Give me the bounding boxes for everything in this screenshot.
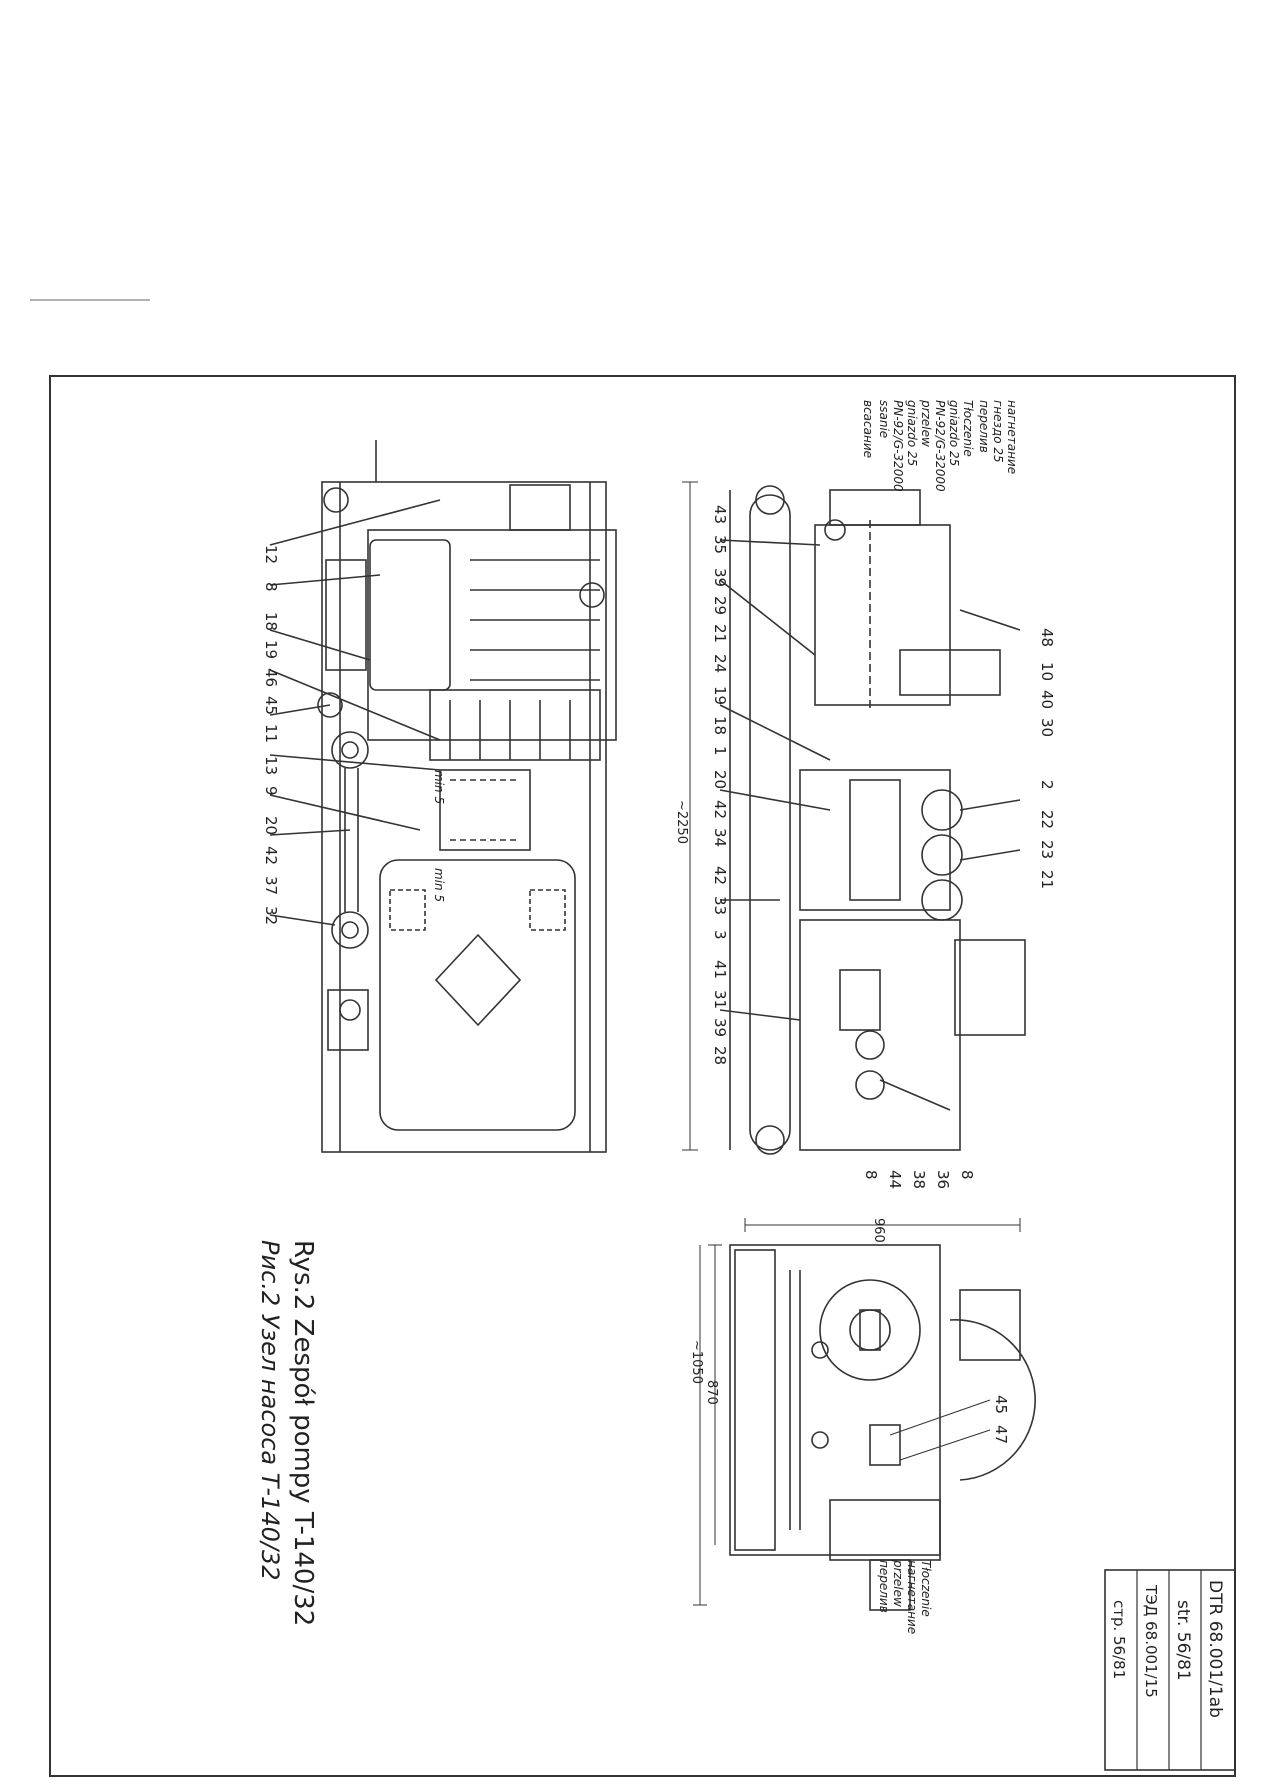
plan-label: 32 (262, 906, 280, 925)
annotation: gniazdo 25 (947, 400, 961, 466)
front-label: 48 (1038, 628, 1056, 647)
caption-russian: Рис.2 Узел насоса Т-140/32 (256, 1240, 284, 1580)
front-label: 19 (711, 686, 729, 705)
front-label: 18 (711, 716, 729, 735)
front-label: 42 (711, 866, 729, 885)
plan-label: 8 (262, 582, 280, 592)
front-label: 2 (1038, 780, 1056, 790)
front-label: 38 (910, 1170, 928, 1189)
front-label: 30 (1038, 718, 1056, 737)
front-label: 1 (711, 746, 729, 756)
annotation: перелив (977, 400, 991, 453)
front-label: 8 (862, 1170, 880, 1180)
plan-base-frame (321, 481, 607, 1153)
front-label: 29 (711, 596, 729, 615)
front-pump-block (814, 524, 951, 706)
annotation: przelew (891, 1559, 905, 1607)
annotation: нагнетание (905, 1560, 919, 1634)
plan-label: 42 (262, 846, 280, 865)
front-label: 35 (711, 535, 729, 554)
front-label: 42 (711, 800, 729, 819)
front-label: 10 (1038, 662, 1056, 681)
title-block-doc-ru: ТЭД 68.001/15 (1142, 1584, 1160, 1698)
front-label: 8 (958, 1170, 976, 1180)
front-label: 36 (934, 1170, 952, 1189)
front-label: 40 (1038, 690, 1056, 709)
dimension-gap-1: min 5 (432, 770, 446, 804)
plan-label: 37 (262, 876, 280, 895)
front-label: 20 (711, 770, 729, 789)
front-label: 23 (1038, 840, 1056, 859)
front-label: 43 (711, 505, 729, 524)
plan-label: 9 (262, 786, 280, 796)
front-label: 28 (711, 1046, 729, 1065)
annotation: гнездо 25 (991, 400, 1005, 463)
plan-label: 18 (262, 612, 280, 631)
end-view (693, 1218, 1036, 1611)
dimension-depth: 870 (704, 1380, 719, 1405)
front-label: 24 (711, 654, 729, 673)
front-label: 41 (711, 960, 729, 979)
annotation: gniazdo 25 (905, 400, 919, 466)
plan-coupling (439, 769, 531, 851)
figure-caption: Rys.2 Zespół pompy T-140/32 Рис.2 Узел н… (256, 1240, 318, 1626)
end-label: 47 (992, 1425, 1010, 1444)
pump-flange (819, 1279, 921, 1381)
front-label: 34 (711, 828, 729, 847)
front-label: 39 (711, 568, 729, 587)
plan-pump-body (367, 529, 617, 741)
title-block-page-pl: str. 56/81 (1173, 1600, 1193, 1681)
annotation: Tłoczenie (961, 400, 975, 457)
annotation: PN-92/G-32000 (891, 400, 905, 492)
front-label: 44 (886, 1170, 904, 1189)
plan-view (269, 440, 617, 1153)
front-label: 22 (1038, 810, 1056, 829)
gauge-icon (921, 789, 963, 831)
annotation: всасание (861, 400, 875, 458)
front-label: 31 (711, 990, 729, 1009)
caption-polish: Rys.2 Zespół pompy T-140/32 (288, 1240, 318, 1626)
front-label: 3 (711, 930, 729, 940)
gauge-icon (921, 879, 963, 921)
end-label: 45 (992, 1395, 1010, 1414)
front-label: 21 (711, 624, 729, 643)
title-block-doc-pl: DTR 68.001/1ab (1205, 1580, 1225, 1718)
plan-label: 45 (262, 696, 280, 715)
front-label: 33 (711, 896, 729, 915)
plan-label: 20 (262, 816, 280, 835)
plan-motor (379, 859, 576, 1131)
annotation: przelew (919, 399, 933, 447)
front-view-labels: 43 35 39 29 21 24 19 18 1 20 42 34 42 33… (674, 505, 1056, 1189)
annotation: Tłoczenie (919, 1560, 933, 1617)
plan-view-labels: 12 8 18 19 46 45 11 13 9 20 42 37 32 min… (262, 545, 446, 925)
end-view-labels: 960 870 ~1050 45 47 Tłoczenie нагнетание… (689, 1218, 1010, 1634)
front-label: 39 (711, 1018, 729, 1037)
annotation: ssanie (877, 400, 891, 438)
front-label: 21 (1038, 870, 1056, 889)
dimension-gap-2: min 5 (432, 868, 446, 902)
drawing-frame (49, 375, 1236, 1777)
plan-label: 46 (262, 668, 280, 687)
dimension-height: ~1050 (689, 1340, 704, 1384)
annotation: перелив (877, 1560, 891, 1613)
annotation: нагнетание (1005, 400, 1019, 474)
plan-label: 19 (262, 640, 280, 659)
dimension-width: 960 (871, 1218, 886, 1243)
front-view (682, 481, 1026, 1155)
dimension-length: ~2250 (674, 800, 689, 844)
connection-annotations: нагнетание гнездо 25 перелив Tłoczenie g… (861, 399, 1019, 492)
annotation: PN-92/G-32000 (933, 400, 947, 492)
end-view-frame (729, 1244, 941, 1556)
title-block-page-ru: стр. 56/81 (1110, 1600, 1128, 1679)
gauge-icon (921, 834, 963, 876)
title-block: DTR 68.001/1ab str. 56/81 ТЭД 68.001/15 … (1104, 1569, 1236, 1771)
front-skid-rail (749, 494, 791, 1151)
plan-label: 11 (262, 724, 280, 743)
plan-label: 13 (262, 756, 280, 775)
plan-label: 12 (262, 545, 280, 564)
